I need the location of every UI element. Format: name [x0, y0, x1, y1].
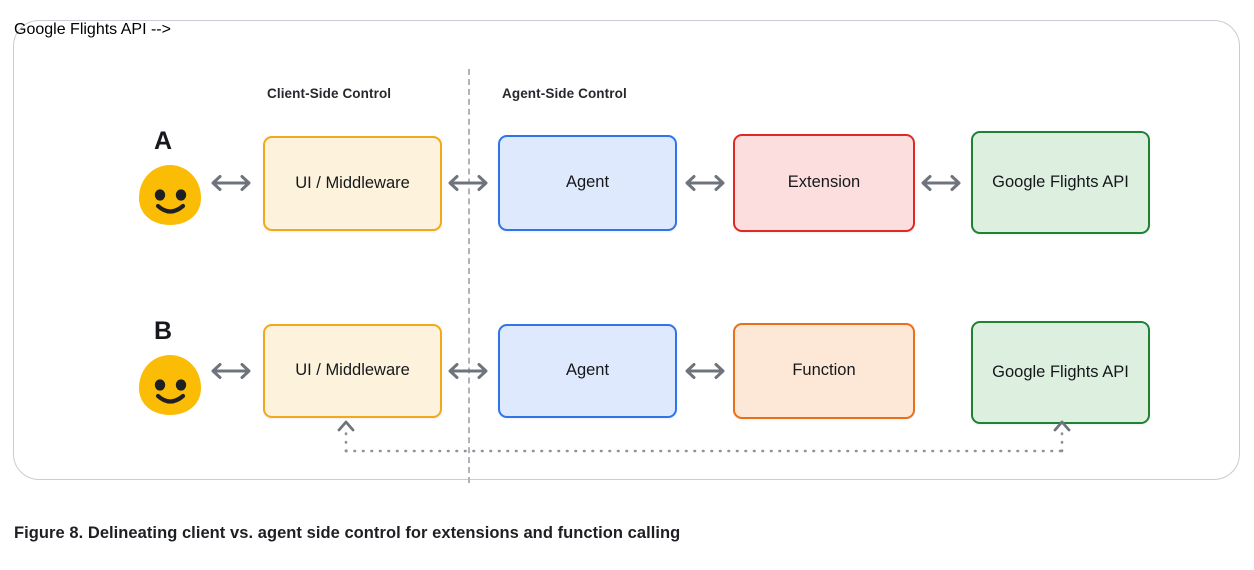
client-side-control-label: Client-Side Control: [267, 86, 392, 101]
double-headed-arrow-icon: [444, 360, 492, 382]
double-headed-arrow-icon: [917, 172, 965, 194]
agent-side-control-label: Agent-Side Control: [502, 86, 627, 101]
double-headed-arrow-icon: [444, 172, 492, 194]
node-google-flights-api-a[interactable]: Google Flights API: [971, 131, 1150, 234]
control-boundary-divider: [468, 69, 470, 483]
node-ui-middleware-a[interactable]: UI / Middleware: [263, 136, 442, 231]
node-extension-a[interactable]: Extension: [733, 134, 915, 232]
node-google-flights-api-b[interactable]: Google Flights API: [971, 321, 1150, 424]
row-label-b: B: [154, 317, 173, 345]
figure-frame: Client-Side Control Agent-Side Control A…: [13, 20, 1240, 483]
double-headed-arrow-icon: [207, 172, 255, 194]
node-agent-a[interactable]: Agent: [498, 135, 677, 231]
smiley-face-icon: [136, 354, 204, 416]
double-headed-arrow-icon: [681, 172, 729, 194]
node-ui-middleware-b[interactable]: UI / Middleware: [263, 324, 442, 418]
dotted-callback-connector: [334, 419, 1074, 459]
row-label-a: A: [154, 127, 173, 155]
figure-caption: Figure 8. Delineating client vs. agent s…: [14, 524, 681, 542]
smiley-face-icon: [136, 164, 204, 226]
node-function-b[interactable]: Function: [733, 323, 915, 419]
double-headed-arrow-icon: [207, 360, 255, 382]
node-agent-b[interactable]: Agent: [498, 324, 677, 418]
double-headed-arrow-icon: [681, 360, 729, 382]
